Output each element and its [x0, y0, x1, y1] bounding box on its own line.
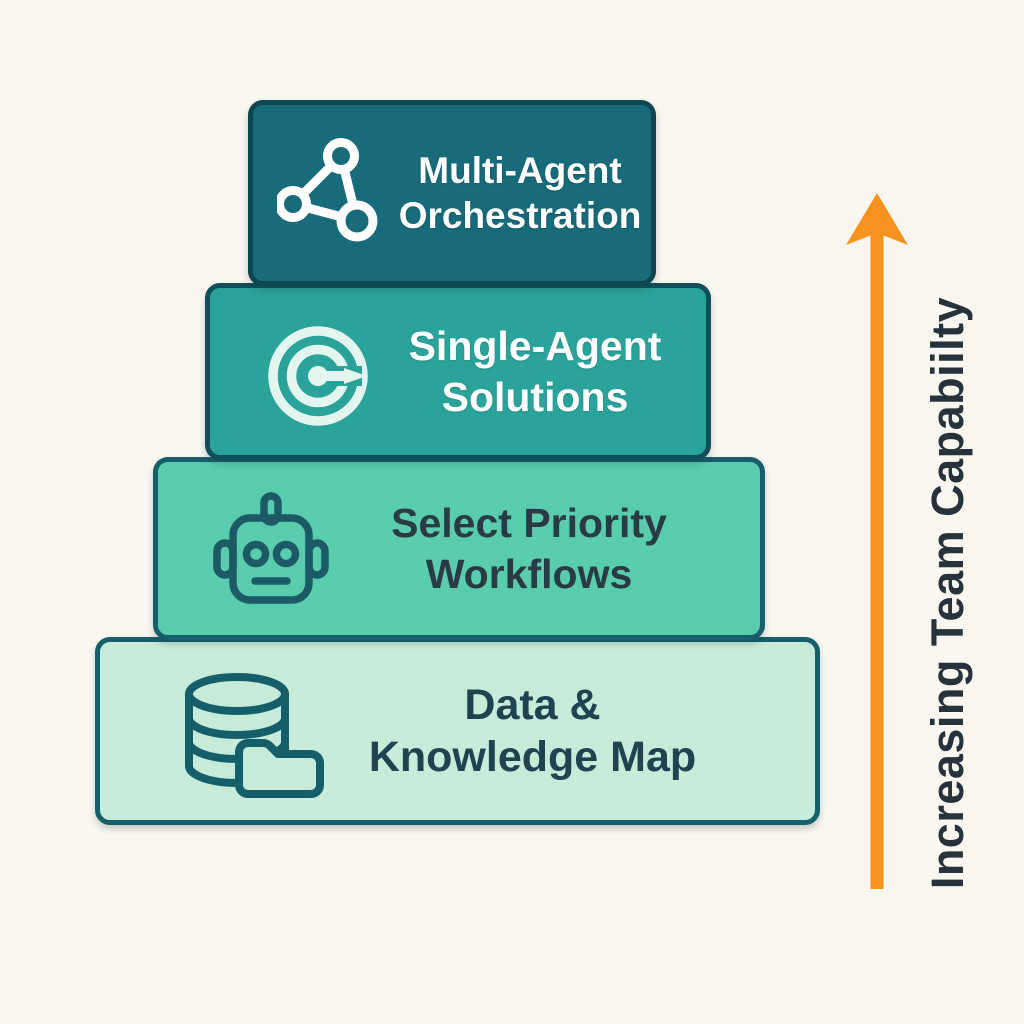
- level-label-line1: Single-Agent: [408, 323, 662, 370]
- level-label-line2: Orchestration: [398, 195, 642, 236]
- level-label: Select Priority Workflows: [328, 462, 730, 635]
- network-nodes-icon: [277, 138, 378, 242]
- pyramid-level-single-agent-solutions: Single-Agent Solutions: [205, 283, 711, 460]
- level-label-line2: Knowledge Map: [368, 733, 697, 781]
- level-label-line1: Data &: [464, 680, 601, 729]
- robot-icon: [213, 492, 329, 604]
- level-label-line1: Select Priority: [391, 500, 667, 547]
- level-label: Multi-Agent Orchestration: [395, 105, 645, 281]
- level-label: Single-Agent Solutions: [370, 288, 700, 455]
- database-folder-icon: [185, 673, 324, 798]
- target-arrow-icon: [268, 326, 368, 426]
- capability-axis-label: Increasing Team Capabiilty: [922, 296, 973, 890]
- capability-arrow-up: [846, 193, 908, 889]
- level-label-line2: Workflows: [425, 550, 633, 597]
- level-label-line1: Multi-Agent: [418, 149, 622, 191]
- pyramid-level-multi-agent-orchestration: Multi-Agent Orchestration: [248, 100, 656, 286]
- pyramid-level-select-priority-workflows: Select Priority Workflows: [153, 457, 765, 640]
- level-label-line2: Solutions: [441, 373, 629, 420]
- level-label: Data & Knowledge Map: [320, 642, 745, 820]
- pyramid-level-data-knowledge-map: Data & Knowledge Map: [95, 637, 820, 825]
